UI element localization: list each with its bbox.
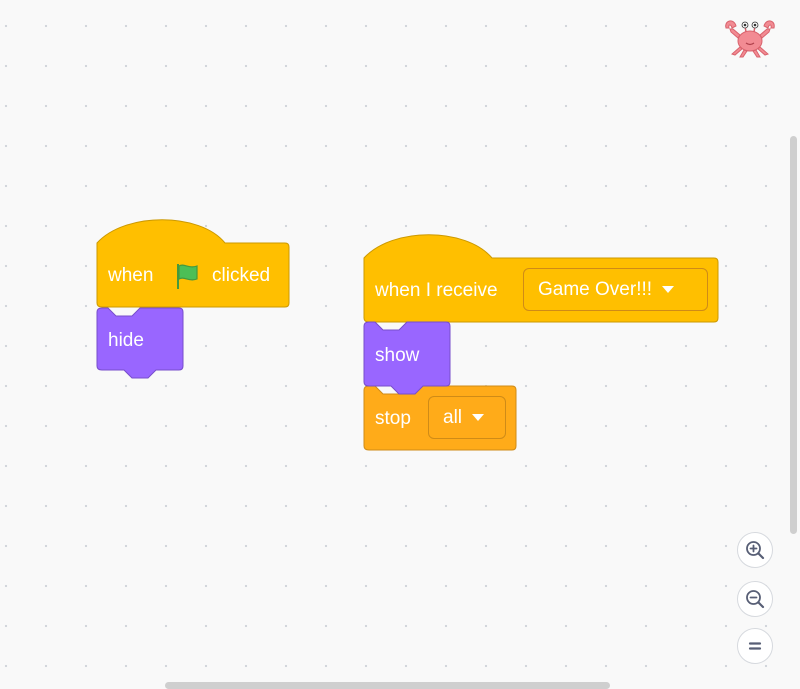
horizontal-scrollbar[interactable] [165,682,610,689]
dropdown-caret-icon [662,286,675,293]
show-label: show [375,345,420,366]
vertical-scrollbar[interactable] [790,136,797,534]
green-flag-icon [177,264,198,289]
crab-sprite-icon [725,20,775,58]
broadcast-message-dropdown[interactable]: Game Over!!! [523,268,708,311]
stop-option-value: all [443,406,463,428]
zoom-out-button[interactable] [737,581,773,617]
zoom-reset-icon [748,642,762,650]
when-label: when [108,265,154,286]
clicked-label: clicked [212,265,271,286]
zoom-in-button[interactable] [737,532,773,568]
hide-label: hide [108,330,144,351]
dropdown-caret-icon [472,414,485,421]
zoom-out-icon [746,590,765,609]
broadcast-message-value: Game Over!!! [538,278,653,300]
stop-option-dropdown[interactable]: all [428,396,506,439]
stop-label: stop [375,408,411,429]
when-i-receive-label: when I receive [375,280,498,301]
zoom-reset-button[interactable] [737,628,773,664]
zoom-in-icon [746,541,765,560]
